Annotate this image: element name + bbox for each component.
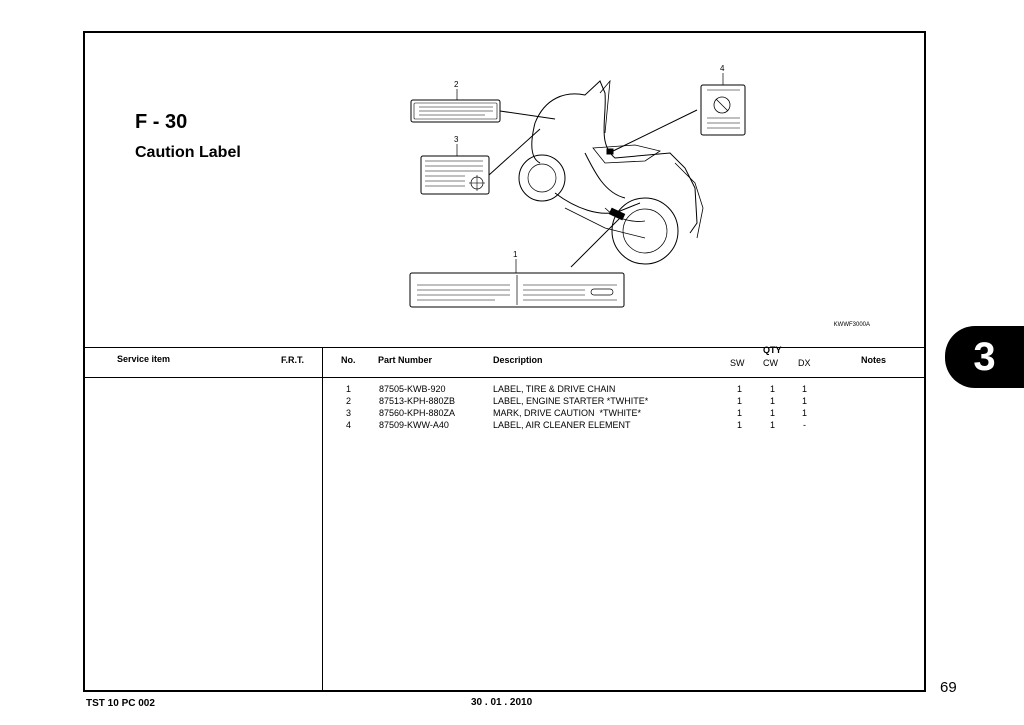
- row-qty-dx: 1: [802, 384, 808, 394]
- row-no: 2: [346, 396, 352, 406]
- callout-4: 4: [720, 64, 725, 73]
- header-description: Description: [493, 355, 543, 365]
- section-code: F - 30: [135, 111, 188, 133]
- header-sw: SW: [730, 358, 745, 368]
- table-row: 4 87509-KWW-A40 LABEL, AIR CLEANER ELEME…: [85, 420, 924, 432]
- table-row: 2 87513-KPH-880ZB LABEL, ENGINE STARTER …: [85, 396, 924, 408]
- section-title: Caution Label: [135, 144, 241, 161]
- label-3-drawing: [420, 144, 490, 195]
- header-cw: CW: [763, 358, 778, 368]
- illustration-area: 2 3 1 4 F - 30 Caution Label KWWF3000A: [85, 33, 924, 348]
- scooter-drawing: [518, 79, 704, 265]
- callout-1: 1: [513, 250, 518, 259]
- row-description: LABEL, ENGINE STARTER *TWHITE*: [493, 396, 649, 406]
- row-no: 4: [346, 420, 352, 430]
- label-2-drawing: [410, 89, 501, 123]
- row-no: 3: [346, 408, 352, 418]
- callout-numbers: 2 3 1 4: [454, 64, 725, 259]
- row-qty-sw: 1: [737, 396, 743, 406]
- row-description: LABEL, TIRE & DRIVE CHAIN: [493, 384, 616, 394]
- row-qty-dx: 1: [802, 408, 808, 418]
- row-part-number: 87560-KPH-880ZA: [379, 408, 456, 418]
- row-description: MARK, DRIVE CAUTION *TWHITE*: [493, 408, 642, 418]
- row-qty-cw: 1: [770, 384, 776, 394]
- table-row: 1 87505-KWB-920 LABEL, TIRE & DRIVE CHAI…: [85, 384, 924, 396]
- leader-lines: [488, 109, 698, 268]
- label-1-drawing: [409, 259, 625, 308]
- header-frt: F.R.T.: [281, 355, 305, 365]
- row-qty-sw: 1: [737, 420, 743, 430]
- header-no: No.: [341, 355, 356, 365]
- row-part-number: 87505-KWB-920: [379, 384, 446, 394]
- column-divider: [322, 348, 323, 692]
- catalog-frame: 2 3 1 4 F - 30 Caution Label KWWF3000A S…: [83, 31, 926, 692]
- row-description: LABEL, AIR CLEANER ELEMENT: [493, 420, 631, 430]
- row-qty-cw: 1: [770, 396, 776, 406]
- parts-illustration: 2 3 1 4: [409, 64, 746, 308]
- section-tab: 3: [945, 326, 1024, 388]
- row-qty-sw: 1: [737, 384, 743, 394]
- table-header: Service item F.R.T. No. Part Number Desc…: [85, 345, 924, 378]
- header-part-number: Part Number: [378, 355, 433, 365]
- row-qty-dx: -: [803, 420, 806, 430]
- row-qty-cw: 1: [770, 420, 776, 430]
- row-qty-sw: 1: [737, 408, 743, 418]
- header-notes: Notes: [861, 355, 887, 365]
- label-4-drawing: [700, 73, 746, 136]
- footer-doc-code: TST 10 PC 002: [86, 698, 155, 709]
- footer-date: 30 . 01 . 2010: [471, 697, 533, 708]
- table-row: 3 87560-KPH-880ZA MARK, DRIVE CAUTION *T…: [85, 408, 924, 420]
- row-part-number: 87509-KWW-A40: [379, 420, 449, 430]
- page-number: 69: [940, 679, 957, 696]
- row-qty-cw: 1: [770, 408, 776, 418]
- header-service-item: Service item: [117, 354, 171, 364]
- row-qty-dx: 1: [802, 396, 808, 406]
- row-part-number: 87513-KPH-880ZB: [379, 396, 456, 406]
- row-no: 1: [346, 384, 352, 394]
- figure-id: KWWF3000A: [833, 322, 870, 328]
- header-dx: DX: [798, 358, 811, 368]
- callout-2: 2: [454, 80, 459, 89]
- callout-3: 3: [454, 135, 459, 144]
- header-qty: QTY: [763, 345, 782, 355]
